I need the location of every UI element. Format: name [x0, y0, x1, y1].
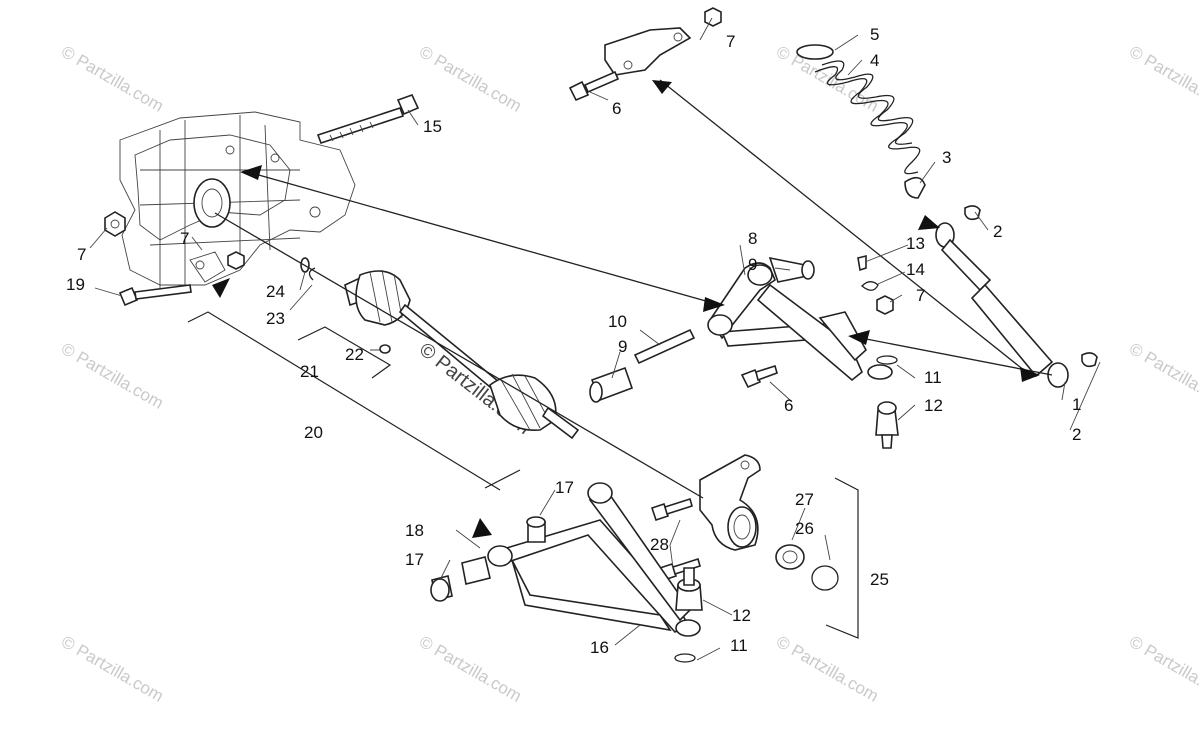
ball-joint-12-top — [875, 401, 899, 449]
watermark: © Partzilla.com — [416, 632, 525, 706]
callout-label: 4 — [870, 51, 879, 70]
bracket-top — [604, 27, 692, 76]
callout-label: 6 — [612, 99, 621, 118]
watermark: © Partzilla.com — [58, 632, 167, 706]
callout-label: 7 — [77, 245, 86, 264]
callout-label: 26 — [795, 519, 814, 538]
bushing-18 — [461, 556, 491, 585]
watermark: © Partzilla.com — [773, 632, 882, 706]
callout-label: 11 — [924, 368, 942, 387]
cv-axle-20 — [344, 269, 580, 440]
callout-labels: 1 2 2 3 4 5 6 6 7 7 7 7 8 9 9 10 11 11 1… — [66, 25, 1081, 657]
direction-arrow — [1020, 367, 1040, 382]
direction-arrow — [703, 297, 725, 312]
watermark: © Partzilla.com — [416, 42, 525, 116]
callout-label: 12 — [924, 396, 943, 415]
callout-label: 6 — [784, 396, 793, 415]
leader-lines — [89, 17, 1101, 661]
callout-label: 17 — [405, 550, 424, 569]
ball-joint-12-bottom — [675, 567, 703, 611]
frame-section — [119, 111, 356, 290]
clip-14 — [861, 281, 879, 291]
callout-label: 2 — [1072, 425, 1081, 444]
callout-label: 18 — [405, 521, 424, 540]
bolt-19 — [118, 284, 192, 307]
callout-label: 23 — [266, 309, 285, 328]
snap-ring-11-top — [876, 355, 898, 365]
callout-label: 12 — [732, 606, 751, 625]
callout-label: 11 — [730, 636, 748, 655]
snap-ring-11-bottom — [674, 653, 696, 663]
arrowheads — [212, 80, 1040, 538]
callout-label: 9 — [748, 255, 757, 274]
callout-label: 7 — [726, 32, 735, 51]
callout-label: 13 — [906, 234, 925, 253]
sleeve-10 — [633, 328, 696, 365]
callout-label: 5 — [870, 25, 879, 44]
bushing-17-right — [526, 516, 546, 543]
callout-label: 28 — [650, 535, 669, 554]
seal-26 — [811, 565, 839, 591]
callout-label: 17 — [555, 478, 574, 497]
direction-arrow — [652, 80, 672, 94]
watermark: © Partzilla.com — [1126, 42, 1200, 116]
bushing-2-bottom — [1081, 352, 1098, 368]
callout-label: 24 — [266, 282, 285, 301]
callout-label: 21 — [300, 362, 319, 381]
callout-label: 9 — [618, 337, 627, 356]
direction-arrow — [212, 278, 230, 298]
bolt-6-arm — [740, 364, 778, 389]
callout-label: 25 — [870, 570, 889, 589]
watermark: © Partzilla.com — [1126, 632, 1200, 706]
steering-knuckle — [699, 454, 761, 551]
callout-label: 27 — [795, 490, 814, 509]
clip-23 — [308, 267, 316, 281]
callout-label: 8 — [748, 229, 757, 248]
callout-label: 7 — [916, 286, 925, 305]
watermark: © Partzilla.com — [58, 42, 167, 116]
nut-7-arm — [876, 295, 894, 315]
watermark: © Partzilla.com — [58, 339, 167, 413]
direction-arrow — [918, 215, 940, 230]
upper-a-arm-8 — [707, 262, 893, 382]
bushing-2-top — [964, 205, 981, 221]
callout-label: 7 — [180, 229, 189, 248]
callout-label: 3 — [942, 148, 951, 167]
callout-label: 1 — [1072, 395, 1081, 414]
spring-4 — [814, 60, 921, 175]
bolt-6-top — [568, 70, 620, 102]
callout-label: 10 — [608, 312, 627, 331]
nut-7-top — [704, 7, 722, 27]
direction-arrow — [472, 518, 492, 538]
callout-label: 2 — [993, 222, 1002, 241]
callout-label: 22 — [345, 345, 364, 364]
watermark: © Partzilla.com — [1126, 339, 1200, 413]
bushing-17-left — [430, 575, 453, 602]
long-bolt-15 — [316, 94, 420, 145]
bearing-27 — [775, 544, 805, 570]
nut-7-left — [104, 211, 126, 237]
direction-arrow — [848, 330, 870, 345]
shock-absorber-1 — [935, 222, 1069, 388]
callout-label: 19 — [66, 275, 85, 294]
callout-label: 20 — [304, 423, 323, 442]
lower-a-arm-16 — [487, 482, 701, 637]
ring-22 — [379, 344, 391, 354]
callout-label: 15 — [423, 117, 442, 136]
bushing-9-lower — [589, 366, 634, 403]
callout-label: 14 — [906, 260, 925, 279]
callout-label: 16 — [590, 638, 609, 657]
bushing-9-top — [768, 256, 815, 283]
screw-13 — [857, 254, 867, 272]
direction-arrow — [240, 165, 262, 180]
nut-7-frame — [227, 251, 245, 270]
retainer-5 — [796, 44, 834, 60]
